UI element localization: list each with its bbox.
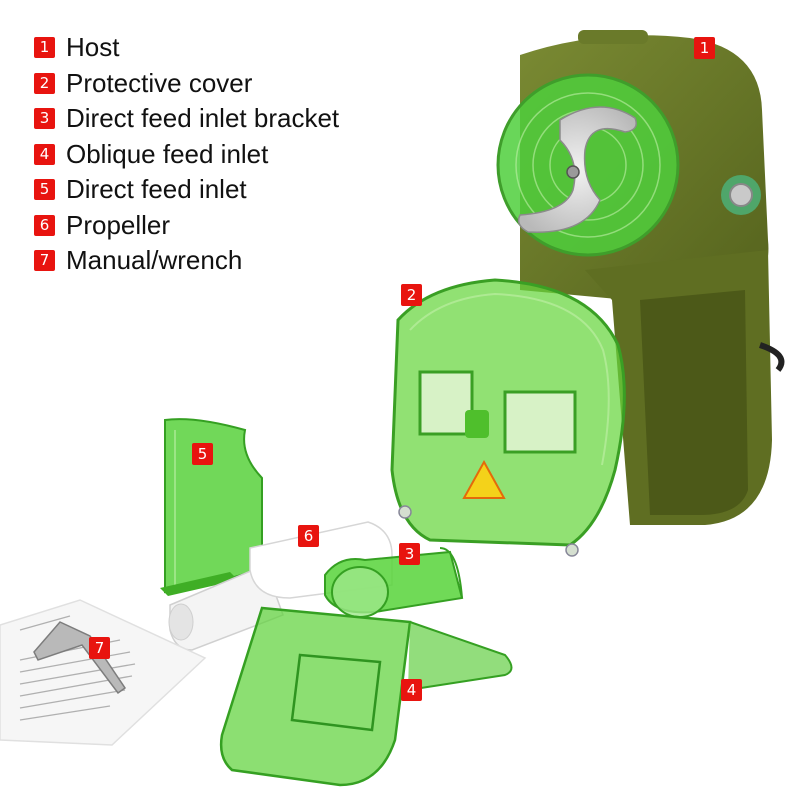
legend-label: Protective cover (66, 67, 253, 98)
callout-badge-direct-feed-inlet: 5 (192, 443, 213, 465)
legend-number-badge: 3 (34, 108, 55, 130)
legend-number-badge: 5 (34, 179, 55, 201)
legend-item-host: 1 Host (34, 30, 339, 66)
callout-badge-protective-cover: 2 (401, 284, 422, 306)
legend-label: Manual/wrench (66, 245, 243, 276)
legend-item-direct-feed-inlet: 5 Direct feed inlet (34, 172, 339, 208)
direct-feed-inlet-bracket (324, 547, 464, 618)
legend-label: Direct feed inlet bracket (66, 103, 340, 134)
legend-label: Oblique feed inlet (66, 138, 269, 169)
legend-item-oblique-feed-inlet: 4 Oblique feed inlet (34, 137, 339, 173)
host-machine (496, 30, 785, 525)
callout-badge-host: 1 (694, 37, 715, 59)
legend-number-badge: 1 (34, 37, 55, 59)
callout-badge-direct-feed-inlet-bracket: 3 (399, 543, 420, 565)
legend-item-protective-cover: 2 Protective cover (34, 66, 339, 102)
callout-badge-propeller: 6 (298, 525, 319, 547)
legend-number-badge: 2 (34, 72, 55, 94)
protective-cover (390, 278, 626, 557)
legend-label: Host (66, 32, 120, 63)
legend-label: Propeller (66, 209, 171, 240)
legend-item-direct-feed-inlet-bracket: 3 Direct feed inlet bracket (34, 101, 339, 137)
legend-number-badge: 4 (34, 143, 55, 165)
callout-badge-manual-wrench: 7 (89, 637, 110, 659)
parts-legend: 1 Host 2 Protective cover 3 Direct feed … (34, 30, 339, 279)
legend-number-badge: 7 (34, 250, 55, 272)
legend-item-propeller: 6 Propeller (34, 208, 339, 244)
callout-badge-oblique-feed-inlet: 4 (401, 679, 422, 701)
legend-number-badge: 6 (34, 214, 55, 236)
legend-item-manual-wrench: 7 Manual/wrench (34, 243, 339, 279)
oblique-feed-inlet (219, 606, 513, 787)
legend-label: Direct feed inlet (66, 174, 247, 205)
direct-feed-inlet (160, 418, 263, 596)
